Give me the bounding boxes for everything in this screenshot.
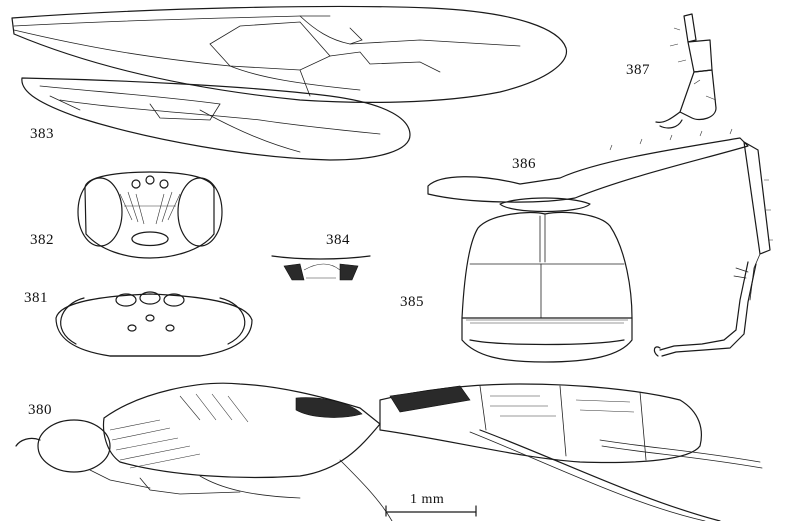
figure-label-385: 385 [400, 294, 424, 310]
figure-label-382: 382 [30, 232, 54, 248]
figure-label-381: 381 [24, 290, 48, 306]
habitus-lateral-drawing [15, 382, 763, 522]
scale-bar-line [385, 505, 477, 517]
figure-label-380: 380 [28, 402, 52, 418]
figure-label-387: 387 [626, 62, 650, 78]
hind-leg-drawing [427, 128, 773, 357]
tarsus-claw-drawing [655, 13, 717, 129]
forewing-drawing [11, 5, 568, 103]
sclerite-detail-drawing [271, 255, 371, 281]
scale-bar-label: 1 mm [410, 492, 445, 507]
figure-label-386: 386 [512, 156, 536, 172]
head-frontal-drawing [77, 171, 223, 259]
hindwing-drawing [21, 77, 411, 161]
head-dorsal-drawing [55, 291, 253, 357]
figure-label-384: 384 [326, 232, 350, 248]
figure-label-383: 383 [30, 126, 54, 142]
tergite-drawing [461, 197, 633, 363]
